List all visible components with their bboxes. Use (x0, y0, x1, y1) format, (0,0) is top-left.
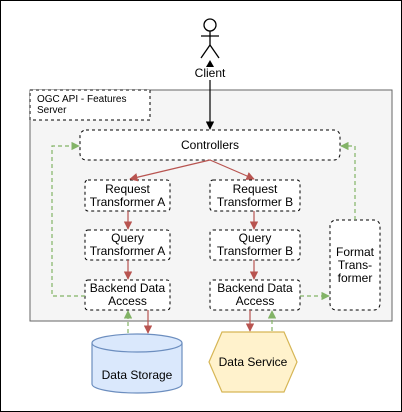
backend-data-access-b-box (209, 279, 301, 311)
data-service-label: Data Service (218, 354, 288, 369)
server-title: OGC API - Features Server (37, 94, 127, 116)
request-flow-arrows (123, 159, 259, 334)
data-storage-cylinder-icon (91, 333, 183, 394)
request-transformer-b-label: Request Transformer B (216, 181, 294, 209)
format-transformer-label: Format Trans- former (335, 244, 374, 285)
data-storage-label: Data Storage (101, 367, 173, 382)
backend-data-access-a-label: Backend Data Access (89, 281, 166, 308)
controllers-label: Controllers (180, 137, 240, 152)
request-transformer-a-label: Request Transformer A (89, 181, 166, 209)
query-transformer-b-box (209, 229, 301, 261)
backend-data-access-a-box (84, 279, 171, 311)
query-transformer-b-label: Query Transformer B (216, 231, 294, 258)
query-transformer-a-label: Query Transformer A (89, 231, 166, 258)
server-label-box (29, 89, 151, 121)
data-service-hexagon-icon (208, 331, 298, 393)
client-actor-icon (200, 18, 220, 59)
controllers-to-client-arrowhead (206, 60, 214, 67)
response-flow-arrows (51, 141, 356, 333)
request-transformer-b-box (209, 179, 301, 212)
backend-data-access-b-label: Backend Data Access (217, 281, 293, 308)
client-label: Client (194, 65, 226, 80)
